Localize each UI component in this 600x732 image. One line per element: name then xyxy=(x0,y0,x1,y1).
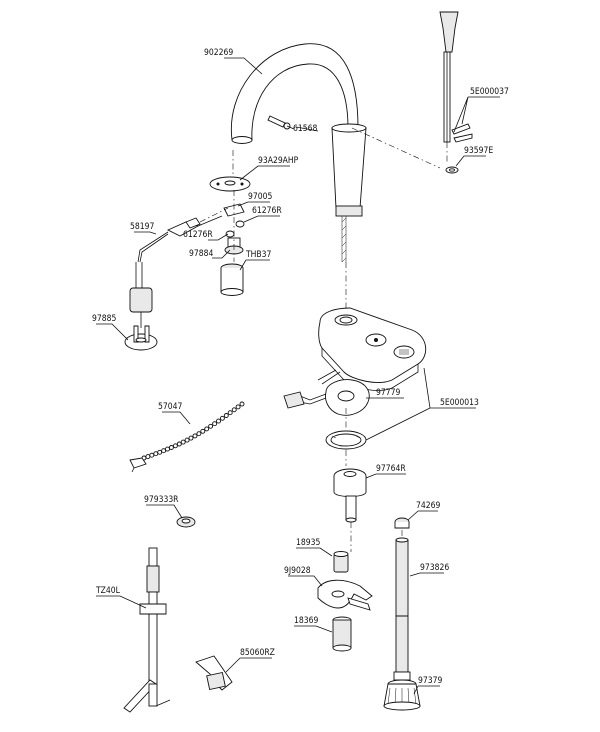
label-57047: 57047 xyxy=(158,402,182,412)
label-18935: 18935 xyxy=(296,538,320,548)
lift-rod-part xyxy=(439,11,473,174)
base-assembly-part xyxy=(318,307,427,391)
label-97779: 97779 xyxy=(376,388,400,398)
wrench-part xyxy=(195,655,233,691)
chain-bead xyxy=(157,449,163,455)
chain-bead xyxy=(212,421,218,427)
chain-bead xyxy=(227,410,233,416)
label-979333r: 979333R xyxy=(144,495,179,505)
chain-bead xyxy=(188,435,194,441)
spout-part xyxy=(230,43,367,263)
base-underside-part xyxy=(283,369,370,416)
nut-18369-part xyxy=(332,616,352,652)
nut-small-part xyxy=(394,517,410,529)
gasket-part xyxy=(325,430,367,450)
chain-bead xyxy=(204,426,210,432)
label-61276r-left: 61276R xyxy=(183,230,213,240)
chain-bead xyxy=(149,452,155,458)
label-thb37: THB37 xyxy=(245,250,272,260)
shank-part xyxy=(333,468,367,523)
label-973826: 973826 xyxy=(420,563,449,573)
chain-bead xyxy=(196,431,202,437)
bushing-part xyxy=(176,516,196,528)
chain-bead xyxy=(184,437,190,443)
chain-bead xyxy=(219,415,225,421)
label-5e000013: 5E000013 xyxy=(440,398,479,408)
label-9j9028: 9J9028 xyxy=(284,566,311,576)
screw-spout-part xyxy=(267,115,295,130)
chain-bead xyxy=(216,418,221,424)
sensor-base-part xyxy=(124,262,158,351)
chain-bead xyxy=(223,413,229,418)
nut-18935-part xyxy=(333,551,349,573)
label-61568: 61568 xyxy=(293,124,317,134)
chain-bead xyxy=(176,441,182,447)
chain-bead xyxy=(200,428,206,434)
oring-right-part xyxy=(235,220,245,228)
chain-bead xyxy=(231,407,237,413)
label-97764r: 97764R xyxy=(376,464,406,474)
label-93597e: 93597E xyxy=(464,146,493,156)
leader-lines xyxy=(96,57,500,695)
oring-left-part xyxy=(225,230,235,238)
chain-bead xyxy=(161,448,167,454)
sleeve-part xyxy=(220,263,244,296)
knob-part xyxy=(383,671,421,711)
label-902269: 902269 xyxy=(204,48,233,58)
chain-bead xyxy=(145,454,151,460)
mount-plate-part xyxy=(209,176,251,192)
chain-bead xyxy=(180,439,186,445)
chain-bead xyxy=(192,433,198,439)
chain-bead xyxy=(239,401,245,407)
label-5e000037: 5E000037 xyxy=(470,87,509,97)
part-labels: 902269 61568 93A29AHP 97005 61276R 61276… xyxy=(92,48,509,686)
label-tz40l: TZ40L xyxy=(95,586,121,596)
label-18369: 18369 xyxy=(294,616,318,626)
chain-bead xyxy=(208,423,214,429)
chain-bead xyxy=(172,443,178,449)
rod-part xyxy=(395,537,409,673)
chain-bead xyxy=(153,451,159,457)
label-74269: 74269 xyxy=(416,501,440,511)
cable-part xyxy=(137,215,223,263)
bracket-part xyxy=(317,579,373,611)
label-97885: 97885 xyxy=(92,314,116,324)
label-85060rz: 85060RZ xyxy=(240,648,275,658)
label-58197: 58197 xyxy=(130,222,154,232)
clip-part xyxy=(223,203,245,217)
chain-part xyxy=(141,401,245,461)
label-61276r-right: 61276R xyxy=(252,206,282,216)
label-97005: 97005 xyxy=(248,192,272,202)
chain-bead xyxy=(168,445,174,450)
label-97884: 97884 xyxy=(189,249,213,259)
chain-bead xyxy=(165,446,170,452)
tool-part xyxy=(123,547,171,713)
chain-bead xyxy=(235,404,241,410)
label-93a29ahp: 93A29AHP xyxy=(258,156,299,166)
label-97379: 97379 xyxy=(418,676,442,686)
chain-clip-part xyxy=(129,457,147,473)
